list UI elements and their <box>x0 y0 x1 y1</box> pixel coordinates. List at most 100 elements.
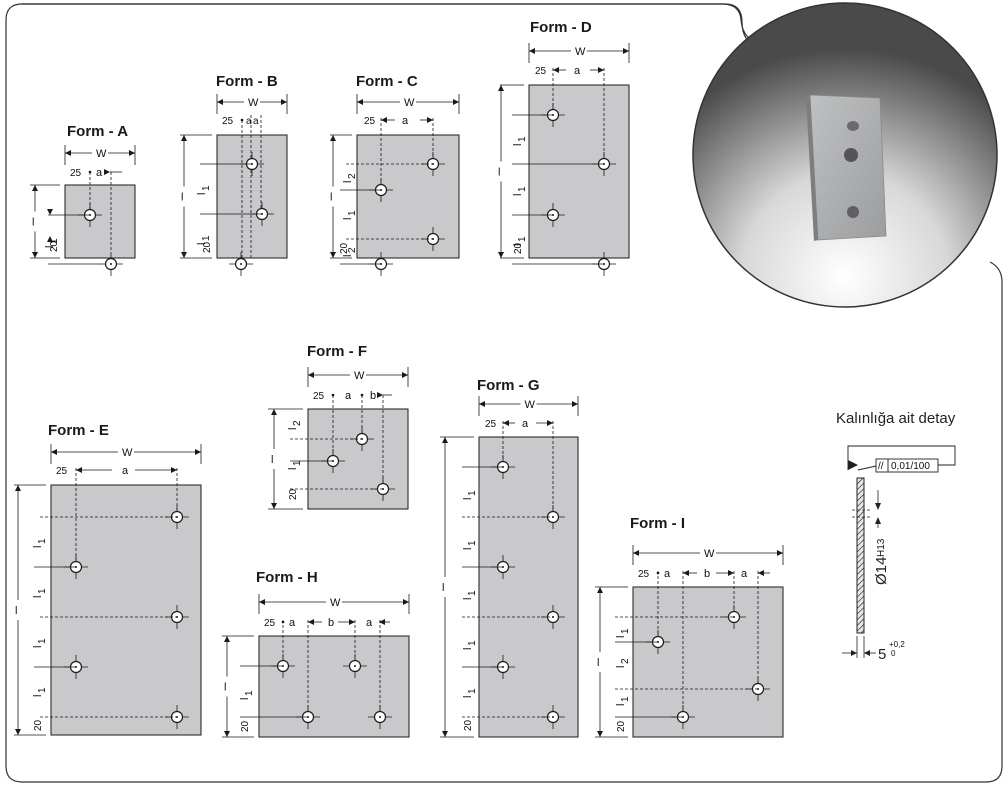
offset-20-label: 20 <box>288 488 299 500</box>
length-label: l <box>271 454 273 466</box>
offset-20-label: 20 <box>49 240 60 252</box>
arrowhead <box>572 401 578 407</box>
pitch-label: l <box>615 636 627 638</box>
thickness-tol-upper: +0,2 <box>889 640 905 649</box>
plate <box>50 484 202 736</box>
arrowhead <box>181 252 187 258</box>
arrowhead <box>308 619 314 625</box>
offset-20-label: 20 <box>513 242 524 254</box>
pitch-label-subscript: 1 <box>620 628 631 634</box>
pitch-label-subscript: 1 <box>201 185 212 191</box>
pitch-label: l <box>462 648 474 650</box>
plate <box>258 635 410 738</box>
arrowhead <box>479 401 485 407</box>
pitch-label-subscript: 1 <box>347 210 358 216</box>
pitch-a-label: a <box>345 390 352 402</box>
length-label: l <box>498 167 500 179</box>
hole-center <box>240 263 242 265</box>
pitch-label: l <box>287 468 299 470</box>
form-b-title: Form - B <box>216 73 278 90</box>
arrowhead <box>330 135 336 141</box>
pitch-label: l <box>32 695 44 697</box>
pitch-label: l <box>462 598 474 600</box>
pitch-a-label: a <box>741 568 748 580</box>
pitch-label-subscript: 1 <box>620 696 631 702</box>
pitch-a-label: a <box>246 116 252 127</box>
arrowhead <box>529 48 535 54</box>
width-label: W <box>525 399 536 411</box>
pitch-label-subscript: 1 <box>244 690 255 696</box>
arrowhead <box>47 236 53 242</box>
offset-20-label: 20 <box>616 720 627 732</box>
thickness-value: 5 <box>878 646 886 663</box>
thickness-tol-lower: 0 <box>891 649 896 658</box>
pitch-label: l <box>615 704 627 706</box>
arrowhead <box>47 209 53 215</box>
pitch-b-label: b <box>704 568 710 580</box>
offset-25-label: 25 <box>638 569 650 580</box>
offset-20-label: 20 <box>339 242 350 254</box>
arrowhead <box>442 437 448 443</box>
arrowhead <box>51 449 57 455</box>
offset-20-label: 20 <box>202 241 213 253</box>
arrowhead <box>427 117 433 123</box>
form-c-title: Form - C <box>356 73 418 90</box>
arrowhead <box>15 485 21 491</box>
form-d-title: Form - D <box>530 19 592 36</box>
thickness-detail: Kalınlığa ait detay // 0,01/100 Ø14 H13 … <box>836 410 956 663</box>
plate <box>528 84 630 259</box>
arrowhead <box>281 99 287 105</box>
arrowhead <box>503 420 509 426</box>
width-label: W <box>704 548 715 560</box>
arrowhead <box>271 409 277 415</box>
offset-25-label: 25 <box>70 168 82 179</box>
pitch-label: l <box>512 194 524 196</box>
plate <box>307 408 409 510</box>
arrowhead <box>65 150 71 156</box>
pitch-a-label: a <box>402 115 409 127</box>
detail-caption: Kalınlığa ait detay <box>836 410 956 427</box>
offset-20-label: 20 <box>33 719 44 731</box>
offset-25-label: 25 <box>364 116 376 127</box>
form-e-title: Form - E <box>48 422 109 439</box>
outer-frame <box>22 3 761 51</box>
offset-25-label: 25 <box>56 466 68 477</box>
width-label: W <box>96 148 107 160</box>
arrowhead <box>728 570 734 576</box>
pitch-label: l <box>196 243 208 245</box>
form-h-title: Form - H <box>256 569 318 586</box>
hole-fit: H13 <box>876 538 887 557</box>
arrowhead <box>623 48 629 54</box>
arrowhead <box>224 731 230 737</box>
arrowhead <box>181 135 187 141</box>
form-i-title: Form - I <box>630 515 685 532</box>
offset-20-label: 20 <box>240 720 251 732</box>
pitch-label-subscript: 1 <box>467 490 478 496</box>
pitch-label: l <box>615 666 627 668</box>
arrowhead <box>104 169 110 175</box>
offset-25-label: 25 <box>535 66 547 77</box>
pitch-a-label: a <box>574 65 581 77</box>
offset-25-label: 25 <box>222 116 234 127</box>
pitch-label-subscript: 2 <box>347 247 358 253</box>
pitch-label-subscript: 1 <box>517 136 528 142</box>
plate <box>632 586 784 738</box>
pitch-a-label: a <box>289 617 296 629</box>
arrowhead <box>129 150 135 156</box>
plate <box>64 184 136 259</box>
plate <box>356 134 460 259</box>
pitch-label: l <box>32 546 44 548</box>
length-label: l <box>597 657 599 669</box>
pitch-a-label: a <box>253 116 259 127</box>
pitch-a-label: a <box>366 617 373 629</box>
arrowhead <box>597 731 603 737</box>
pitch-label-subscript: 1 <box>517 236 528 242</box>
arrowhead <box>377 392 383 398</box>
pitch-label-subscript: 1 <box>292 460 303 466</box>
arrowhead <box>32 252 38 258</box>
arrowhead <box>598 67 604 73</box>
offset-25-label: 25 <box>313 391 325 402</box>
